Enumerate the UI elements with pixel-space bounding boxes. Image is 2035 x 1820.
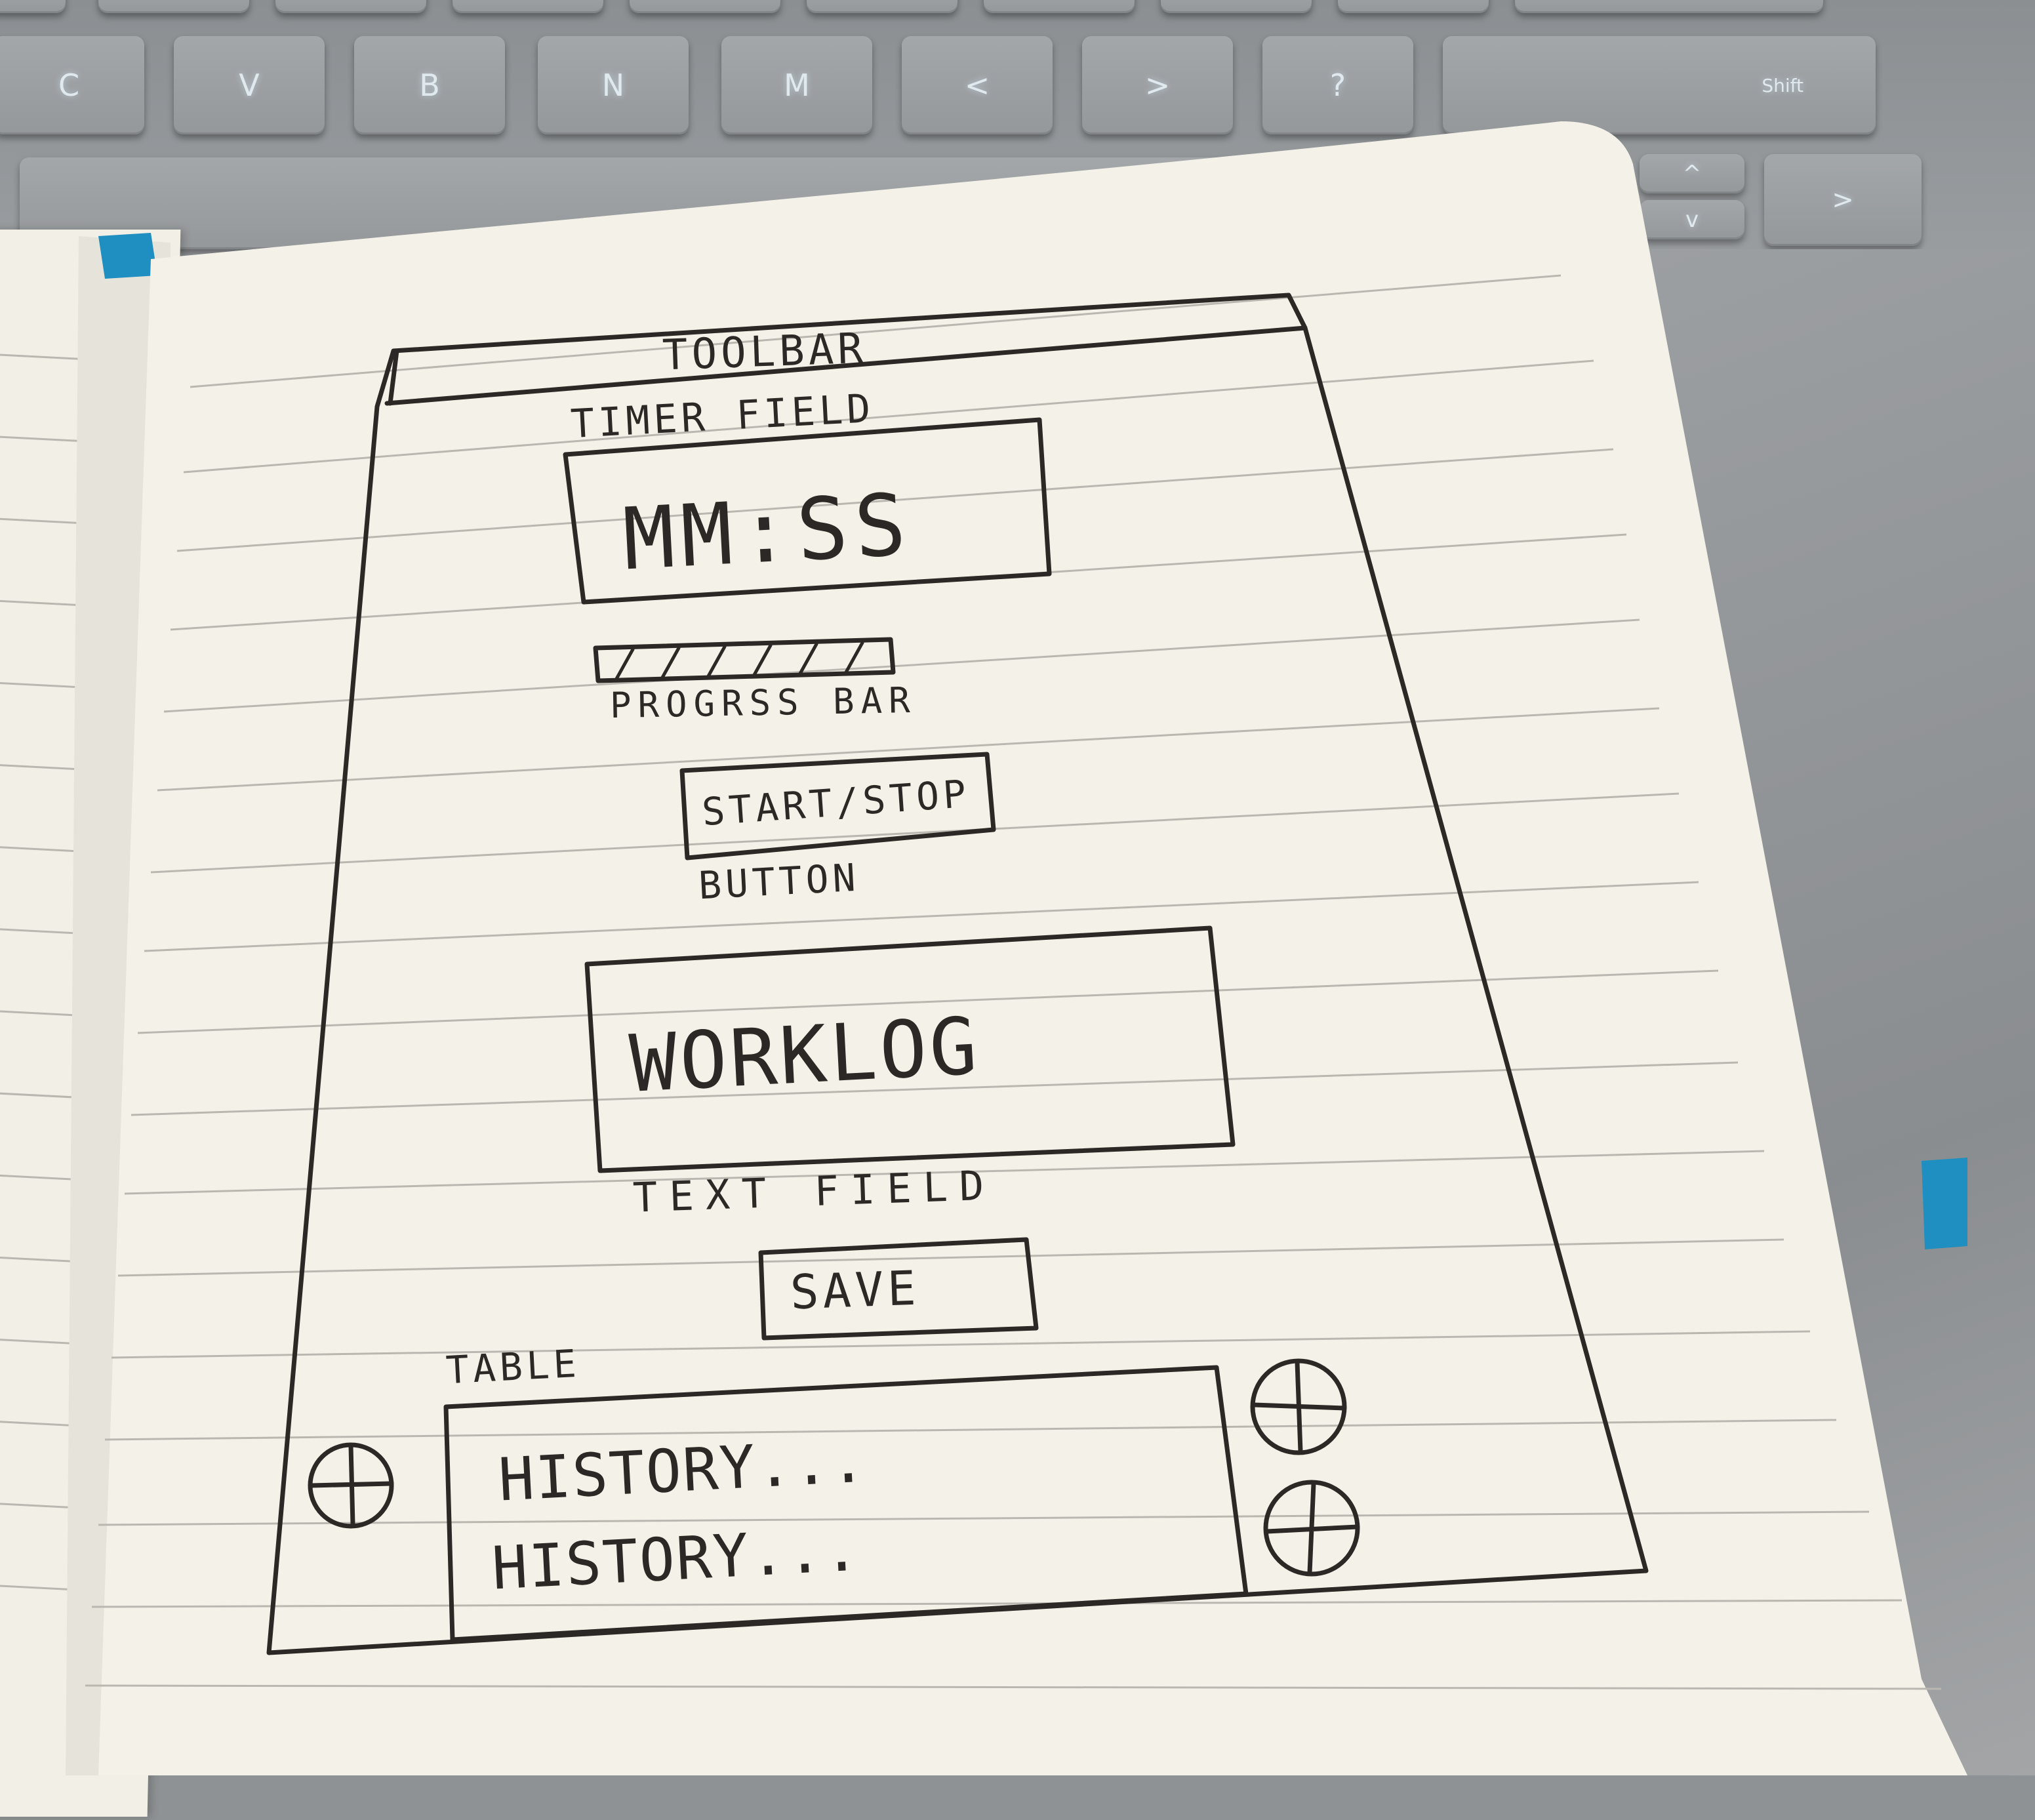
plus-circle-icon[interactable] xyxy=(1250,1358,1347,1455)
arrow-up-key: ^ xyxy=(1640,154,1744,193)
bookmark-ribbon-top xyxy=(98,233,157,279)
arrow-right-key: > xyxy=(1764,154,1922,246)
key-partial xyxy=(630,0,780,13)
progress-bar-label: PROGRSS BAR xyxy=(609,679,917,727)
history-table xyxy=(443,1365,1249,1642)
key-less-than: < xyxy=(902,36,1053,134)
button-caption: BUTTON xyxy=(697,855,861,908)
key-partial xyxy=(1161,0,1312,13)
worklog-value: WORKLOG xyxy=(627,1001,982,1110)
table-label: TABLE xyxy=(445,1341,582,1393)
progress-bar xyxy=(593,637,896,683)
key-partial xyxy=(984,0,1135,13)
key-b: B xyxy=(354,36,505,134)
key-question: ? xyxy=(1262,36,1413,134)
notebook-page xyxy=(98,121,1967,1775)
bookmark-ribbon xyxy=(1922,1158,1967,1249)
key-partial xyxy=(98,0,249,13)
timer-field[interactable] xyxy=(563,417,1052,605)
notebook-sketch xyxy=(66,121,1967,1775)
key-n: N xyxy=(538,36,689,134)
page-rule-lines xyxy=(85,274,1942,1690)
key-m: M xyxy=(721,36,872,134)
phone-outline xyxy=(266,293,1649,1655)
plus-circle-icon[interactable] xyxy=(1263,1480,1360,1577)
save-button-label: SAVE xyxy=(789,1260,921,1320)
toolbar-divider xyxy=(384,325,1308,406)
timer-value: MM:SS xyxy=(620,474,916,590)
key-partial xyxy=(453,0,603,13)
toolbar-left-edge xyxy=(388,348,399,406)
arrow-down-key: v xyxy=(1640,200,1744,239)
key-shift: Shift xyxy=(1443,36,1876,134)
key-v: V xyxy=(174,36,325,134)
save-button[interactable] xyxy=(758,1237,1039,1341)
key-partial xyxy=(1338,0,1489,13)
key-partial xyxy=(807,0,957,13)
toolbar-label: TOOLBAR xyxy=(661,324,868,380)
key-c: C xyxy=(0,36,144,134)
laptop-keyboard: C V B N M < > ? Shift ^ v > xyxy=(0,0,2035,262)
key-partial xyxy=(1515,0,1823,13)
key-partial xyxy=(0,0,66,13)
worklog-text-field[interactable] xyxy=(584,925,1236,1173)
plus-circle-icon[interactable] xyxy=(308,1442,394,1529)
key-greater-than: > xyxy=(1082,36,1233,134)
start-stop-button[interactable] xyxy=(679,752,996,860)
key-partial xyxy=(275,0,426,13)
